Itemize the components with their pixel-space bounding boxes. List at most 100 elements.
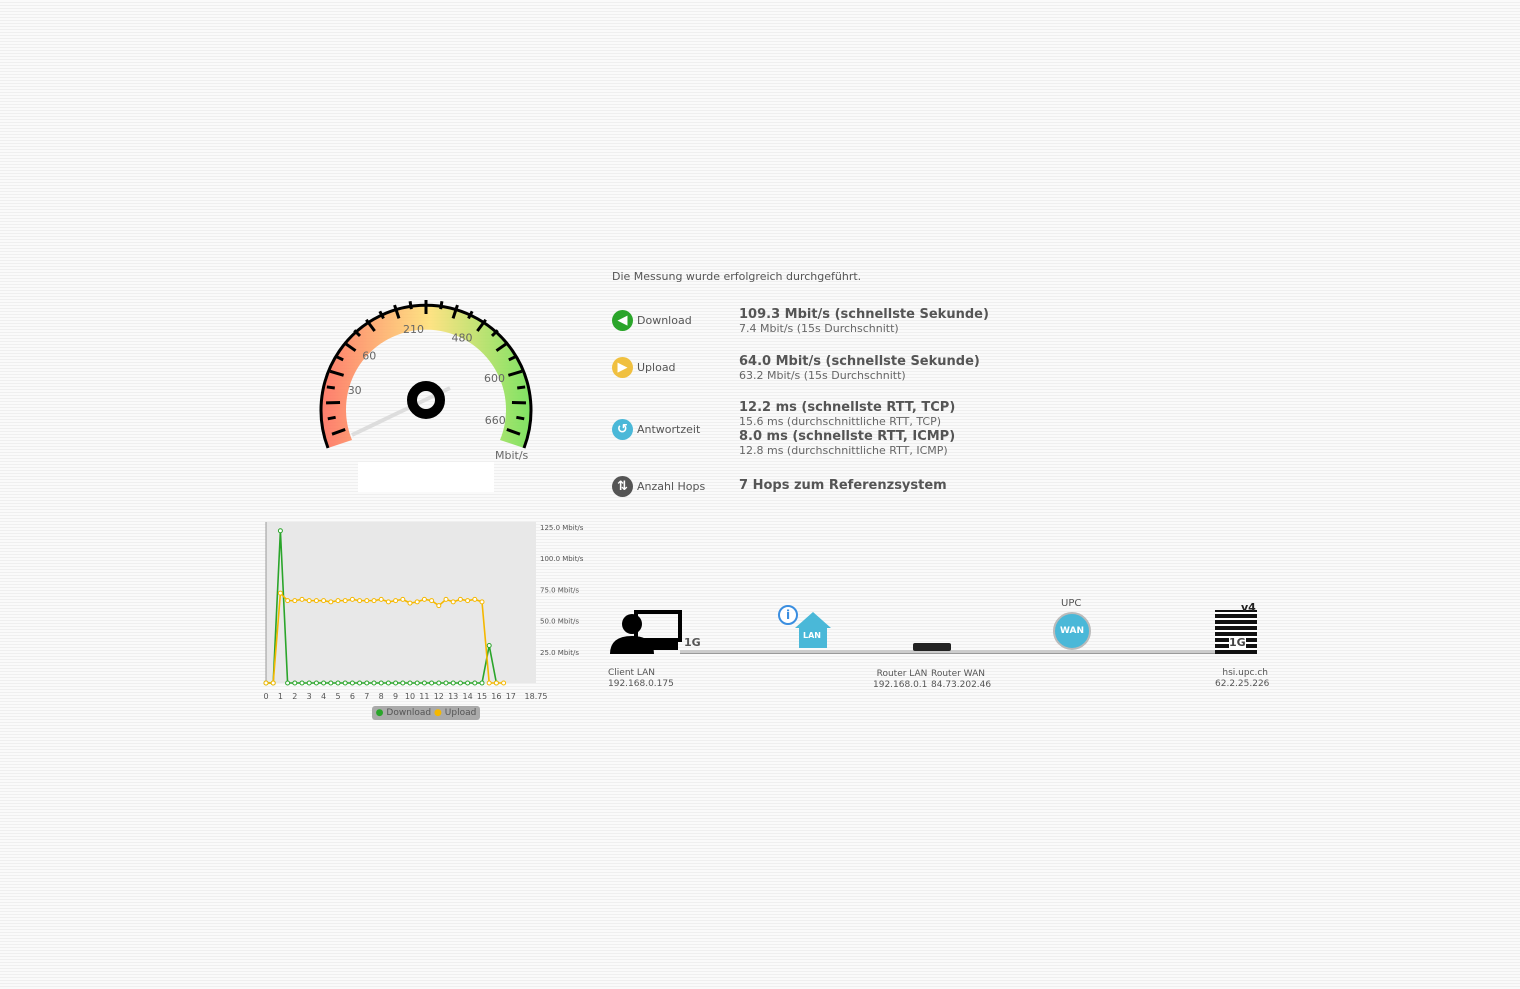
download-max: 109.3 Mbit/s (schnellste Sekunde) <box>739 307 989 322</box>
server-speed: 1G <box>1229 636 1246 649</box>
download-point <box>486 643 492 649</box>
upload-point <box>349 596 355 602</box>
chart-legend[interactable]: ● Download ● Upload <box>372 706 480 720</box>
gauge-label: 30 <box>348 384 362 397</box>
hops-count: 7 Hops zum Referenzsystem <box>739 478 947 493</box>
gauge-tick <box>408 301 413 310</box>
upload-avg: 63.2 Mbit/s (15s Durchschnitt) <box>739 369 906 382</box>
x-tick-label: 0 <box>263 692 268 701</box>
gauge-tick <box>517 385 526 390</box>
download-point <box>357 680 363 686</box>
result-label: Antwortzeit <box>637 423 701 436</box>
download-point <box>457 680 463 686</box>
download-point <box>465 680 471 686</box>
gauge-label: 210 <box>403 323 424 336</box>
x-tick-label: 17 <box>506 692 516 701</box>
x-tick-label: 4 <box>321 692 326 701</box>
download-avg: 7.4 Mbit/s (15s Durchschnitt) <box>739 322 899 335</box>
client-name: Client LAN <box>608 668 656 678</box>
x-tick-label: 2 <box>292 692 297 701</box>
gauge-tick <box>335 355 344 362</box>
y-tick-label: 25.0 Mbit/s <box>540 649 579 657</box>
gauge-tick <box>451 304 459 319</box>
router-wan-name: Router WAN <box>931 669 985 679</box>
tcp-rtt-avg: 15.6 ms (durchschnittliche RTT, TCP) <box>739 415 942 428</box>
upload-point <box>479 599 485 605</box>
download-point <box>277 528 283 534</box>
upload-point <box>292 598 298 604</box>
download-point <box>414 680 420 686</box>
lan-badge: LAN <box>803 631 821 640</box>
download-point <box>385 680 391 686</box>
upload-point <box>421 596 427 602</box>
download-point <box>443 680 449 686</box>
download-point <box>450 680 456 686</box>
download-point <box>306 680 312 686</box>
x-tick-label: 15 <box>477 692 487 701</box>
gauge-tick <box>365 318 376 332</box>
router-lan-ip: 192.168.0.1 <box>873 680 928 690</box>
client-ip: 192.168.0.175 <box>608 679 674 689</box>
upload-point <box>263 680 269 686</box>
server-name: hsi.upc.ch <box>1222 668 1268 678</box>
legend-upload: Upload <box>444 708 477 718</box>
client-speed: 1G <box>684 636 701 649</box>
download-point <box>407 680 413 686</box>
x-tick-label: 11 <box>419 692 429 701</box>
x-tick-label: 10 <box>405 692 415 701</box>
upload-point <box>436 603 442 609</box>
gauge-label: 480 <box>452 332 473 345</box>
download-point <box>321 680 327 686</box>
x-tick-label: 18.75 <box>525 692 548 701</box>
upload-point <box>486 680 492 686</box>
download-point <box>479 680 485 686</box>
plot-area <box>266 522 536 683</box>
gauge-tick <box>508 355 517 362</box>
upload-point <box>450 599 456 605</box>
upload-point <box>371 598 377 604</box>
x-tick-label: 5 <box>335 692 340 701</box>
download-point <box>285 680 291 686</box>
y-tick-label: 75.0 Mbit/s <box>540 586 579 594</box>
gauge-label: 600 <box>484 372 505 385</box>
arrow-right-icon: ▶ <box>612 357 633 378</box>
gauge-tick <box>326 385 335 390</box>
upload-point <box>414 599 420 605</box>
upload-point <box>321 598 327 604</box>
gauge-hub <box>407 381 445 419</box>
upload-point <box>306 598 312 604</box>
server-version: v4 <box>1241 601 1256 614</box>
x-tick-label: 9 <box>393 692 398 701</box>
arrow-left-icon: ◀ <box>612 310 633 331</box>
x-tick-label: 1 <box>278 692 283 701</box>
gauge-tick <box>439 301 444 310</box>
download-point <box>342 680 348 686</box>
status-message: Die Messung wurde erfolgreich durchgefüh… <box>612 270 862 283</box>
y-tick-label: 50.0 Mbit/s <box>540 618 579 626</box>
icmp-rtt-avg: 12.8 ms (durchschnittliche RTT, ICMP) <box>739 444 948 457</box>
gauge-needle <box>351 386 451 437</box>
x-tick-label: 14 <box>463 692 473 701</box>
upload-point <box>364 598 370 604</box>
download-point <box>335 680 341 686</box>
hops-icon: ⇅ <box>612 476 633 497</box>
gauge-tick <box>378 310 385 320</box>
upload-point <box>493 680 499 686</box>
tcp-rtt-min: 12.2 ms (schnellste RTT, TCP) <box>739 400 956 415</box>
download-legend-icon: ● <box>375 708 384 718</box>
download-point <box>393 680 399 686</box>
gauge-tick <box>343 341 357 352</box>
upload-point <box>285 598 291 604</box>
gauge-tick <box>327 415 336 421</box>
upload-point <box>501 680 507 686</box>
upload-point <box>378 596 384 602</box>
upload-point <box>457 596 463 602</box>
gauge-tick <box>495 341 509 352</box>
info-icon[interactable]: i <box>778 605 798 625</box>
upload-point <box>277 590 283 596</box>
